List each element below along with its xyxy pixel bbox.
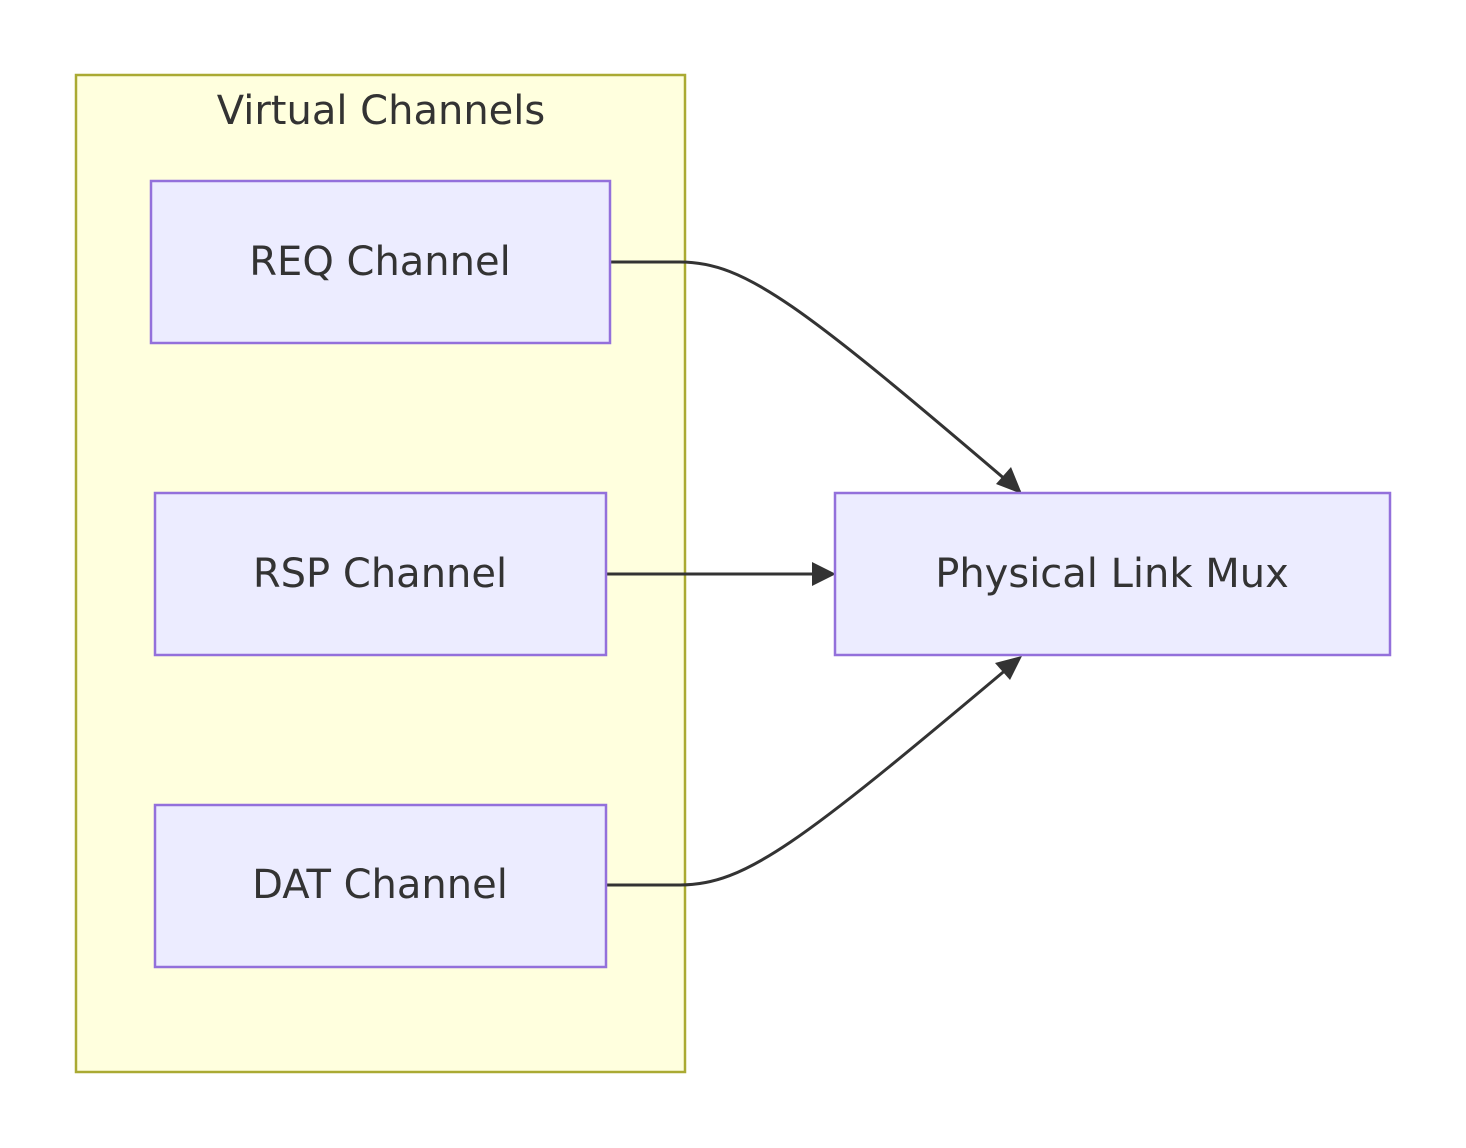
edges: [606, 260, 1022, 887]
arrowhead-dat: [995, 656, 1022, 680]
arrowhead-req: [996, 467, 1022, 494]
node-label: DAT Channel: [252, 862, 508, 908]
node-rsp-channel[interactable]: RSP Channel: [153, 491, 608, 657]
cluster-title: Virtual Channels: [217, 88, 545, 134]
edge-req-to-mux: [610, 260, 1021, 494]
node-box: [149, 179, 612, 345]
node-req-channel[interactable]: REQ Channel: [149, 179, 612, 345]
node-box: [153, 491, 608, 657]
node-box: [833, 491, 1392, 657]
edge-dat-to-mux: [606, 666, 1009, 887]
node-dat-channel[interactable]: DAT Channel: [153, 803, 608, 969]
node-label: REQ Channel: [249, 239, 510, 285]
arrowhead-rsp: [812, 562, 836, 586]
node-label: RSP Channel: [253, 551, 507, 597]
node-label: Physical Link Mux: [935, 551, 1289, 597]
node-physical-link-mux[interactable]: Physical Link Mux: [833, 491, 1392, 657]
node-box: [153, 803, 608, 969]
